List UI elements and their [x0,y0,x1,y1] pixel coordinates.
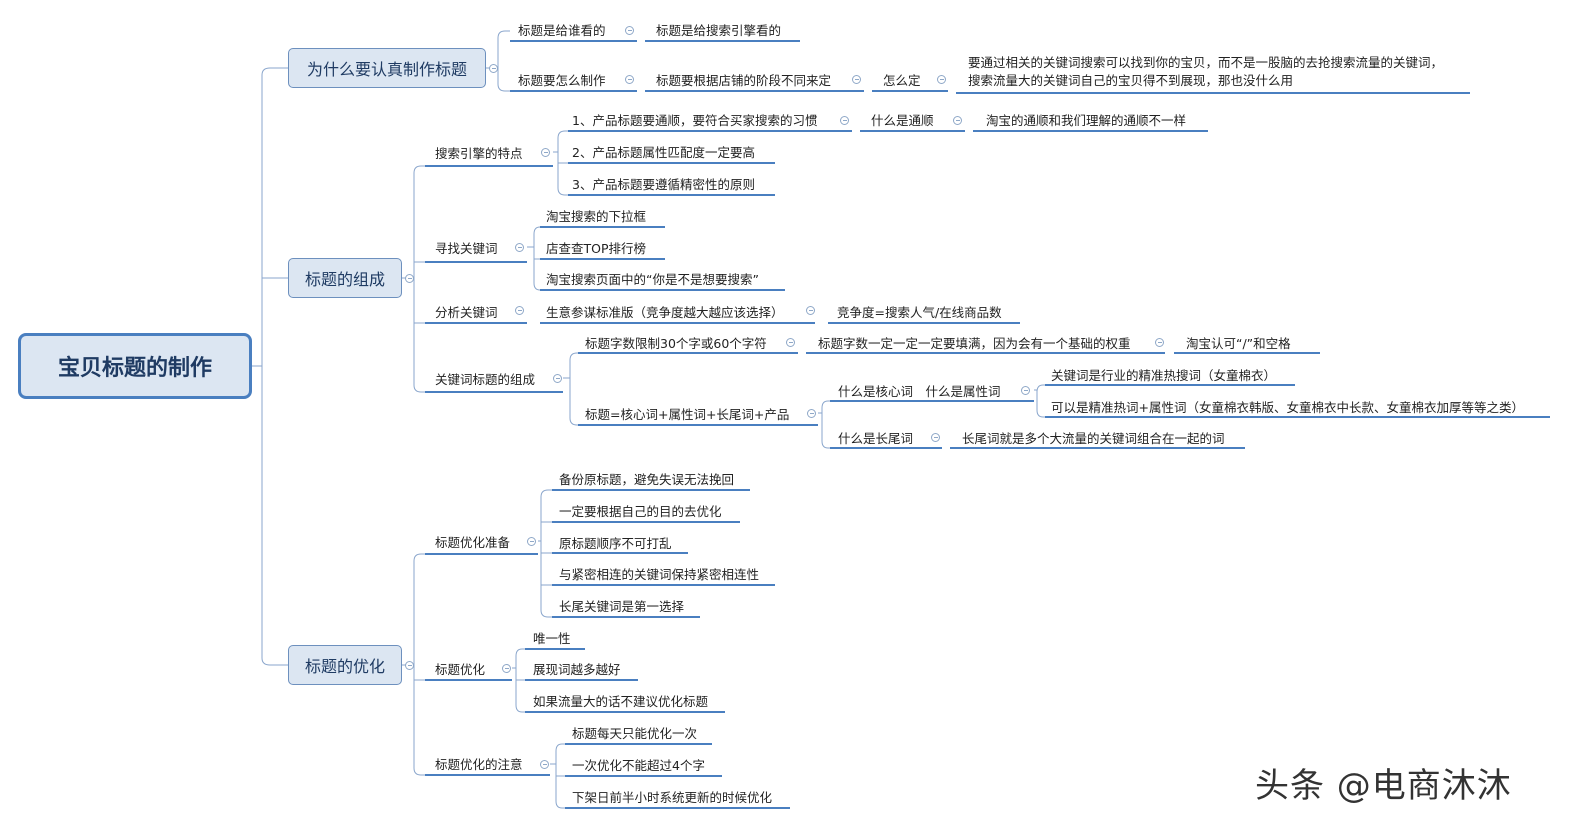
collapse-toggle-icon[interactable] [1021,386,1030,395]
node-decide-line1[interactable]: 要通过相关的关键词搜索可以找到你的宝贝，而不是一股脑的去抢搜索流量的关键词， [968,55,1444,70]
node-taobao-fluent[interactable]: 淘宝的通顺和我们理解的通顺不一样 [986,113,1187,128]
node-core-2[interactable]: 可以是精准热词+属性词（女童棉衣韩版、女童棉衣中长款、女童棉衣加厚等等之类） [1051,400,1524,415]
node-what-is-longtail[interactable]: 什么是长尾词 [838,431,914,446]
node-longtail-1[interactable]: 长尾词就是多个大流量的关键词组合在一起的词 [962,431,1225,446]
collapse-toggle-icon[interactable] [953,116,962,125]
collapse-toggle-icon[interactable] [515,243,524,252]
node-what-is-fluent[interactable]: 什么是通顺 [871,113,934,128]
node-prep-2[interactable]: 一定要根据自己的目的去优化 [559,504,722,519]
node-kw-fill[interactable]: 标题字数一定一定一定要填满，因为会有一个基础的权重 [818,336,1131,351]
node-opt-2[interactable]: 展现词越多越好 [533,662,621,677]
node-find-keywords[interactable]: 寻找关键词 [435,241,498,256]
node-note-2[interactable]: 一次优化不能超过4个字 [572,758,705,773]
node-how-to-make-title[interactable]: 标题要怎么制作 [518,73,606,88]
collapse-toggle-icon[interactable] [489,64,498,73]
node-find-2[interactable]: 店查查TOP排行榜 [546,241,647,256]
node-prep-4[interactable]: 与紧密相连的关键词保持紧密相连性 [559,567,760,582]
node-for-search-engine[interactable]: 标题是给搜索引擎看的 [656,23,782,38]
node-search-engine-traits[interactable]: 搜索引擎的特点 [435,146,523,161]
node-analyze-2[interactable]: 竞争度=搜索人气/在线商品数 [837,305,1002,320]
collapse-toggle-icon[interactable] [807,409,816,418]
node-opt-prep[interactable]: 标题优化准备 [435,535,511,550]
topic-title-optimization[interactable]: 标题的优化 [288,645,402,685]
root-topic[interactable]: 宝贝标题的制作 [18,333,252,399]
collapse-toggle-icon[interactable] [540,760,549,769]
node-opt[interactable]: 标题优化 [435,662,486,677]
node-decide-line2[interactable]: 搜索流量大的关键词自己的宝贝得不到展现，那也没什么用 [968,73,1294,88]
node-by-shop-stage[interactable]: 标题要根据店铺的阶段不同来定 [656,73,832,88]
node-note-1[interactable]: 标题每天只能优化一次 [572,726,698,741]
collapse-toggle-icon[interactable] [405,661,414,670]
node-opt-3[interactable]: 如果流量大的话不建议优化标题 [533,694,709,709]
node-engine-trait-3[interactable]: 3、产品标题要遵循精密性的原则 [572,177,755,192]
node-analyze-keywords[interactable]: 分析关键词 [435,305,498,320]
node-kw-limit[interactable]: 标题字数限制30个字或60个字符 [585,336,767,351]
node-prep-5[interactable]: 长尾关键词是第一选择 [559,599,685,614]
collapse-toggle-icon[interactable] [1155,338,1164,347]
node-engine-trait-2[interactable]: 2、产品标题属性匹配度一定要高 [572,145,755,160]
node-core-1[interactable]: 关键词是行业的精准热搜词（女童棉衣） [1051,368,1277,383]
node-engine-trait-1[interactable]: 1、产品标题要通顺，要符合买家搜索的习惯 [572,113,818,128]
node-find-3[interactable]: 淘宝搜索页面中的“你是不是想要搜索” [546,272,759,287]
collapse-toggle-icon[interactable] [502,664,511,673]
node-prep-3[interactable]: 原标题顺序不可打乱 [559,536,672,551]
collapse-toggle-icon[interactable] [931,433,940,442]
node-how-to-decide[interactable]: 怎么定 [883,73,921,88]
collapse-toggle-icon[interactable] [527,537,536,546]
watermark: 头条 @电商沐沐 [1255,766,1512,806]
node-what-is-core[interactable]: 什么是核心词 什么是属性词 [838,384,1001,399]
collapse-toggle-icon[interactable] [937,75,946,84]
node-find-1[interactable]: 淘宝搜索的下拉框 [546,209,647,224]
collapse-toggle-icon[interactable] [541,148,550,157]
node-kw-slash[interactable]: 淘宝认可“/”和空格 [1186,336,1291,351]
node-who-reads-title[interactable]: 标题是给谁看的 [518,23,606,38]
collapse-toggle-icon[interactable] [852,75,861,84]
collapse-toggle-icon[interactable] [405,274,414,283]
node-analyze-1[interactable]: 生意参谋标准版（竞争度越大越应该选择） [546,305,784,320]
node-kw-formula[interactable]: 标题=核心词+属性词+长尾词+产品 [585,407,790,422]
topic-title-composition[interactable]: 标题的组成 [288,258,402,298]
collapse-toggle-icon[interactable] [786,338,795,347]
node-opt-1[interactable]: 唯一性 [533,631,571,646]
collapse-toggle-icon[interactable] [553,374,562,383]
collapse-toggle-icon[interactable] [515,306,524,315]
node-note-3[interactable]: 下架日前半小时系统更新的时候优化 [572,790,773,805]
node-opt-notes[interactable]: 标题优化的注意 [435,757,523,772]
collapse-toggle-icon[interactable] [625,75,634,84]
collapse-toggle-icon[interactable] [840,116,849,125]
collapse-toggle-icon[interactable] [806,306,815,315]
collapse-toggle-icon[interactable] [625,26,634,35]
topic-why-title[interactable]: 为什么要认真制作标题 [288,48,486,88]
node-prep-1[interactable]: 备份原标题，避免失误无法挽回 [559,472,735,487]
node-keyword-title-composition[interactable]: 关键词标题的组成 [435,372,536,387]
